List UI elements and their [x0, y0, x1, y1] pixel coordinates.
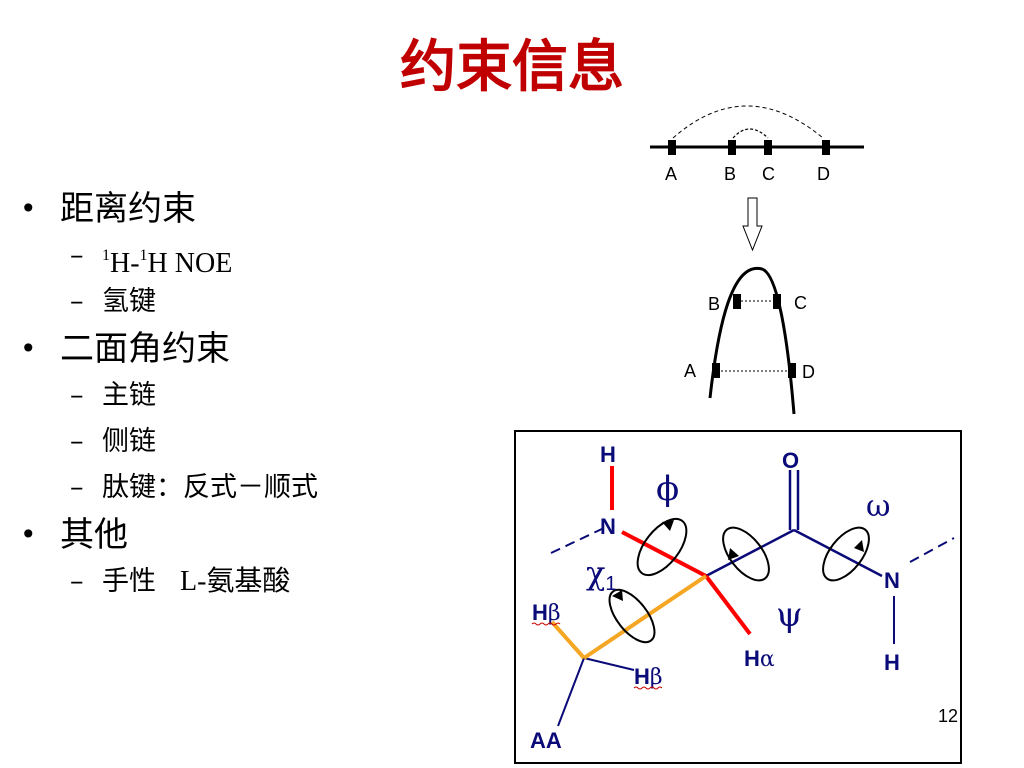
- angle-psi: ψ: [776, 595, 803, 635]
- atom-h-bottom: H: [884, 650, 900, 675]
- label-a-folded: A: [684, 361, 696, 381]
- bullet-dihedral: • 二面角约束: [20, 325, 318, 373]
- sub-text-a: 手性: [102, 566, 156, 597]
- dash: –: [70, 426, 84, 457]
- label-c: C: [762, 164, 775, 184]
- atom-h-alpha: Hα: [744, 646, 775, 672]
- underline-squiggle-1: [531, 622, 561, 626]
- noe-diagram: A B C D B C A D: [650, 105, 864, 415]
- atom-o: O: [782, 448, 799, 473]
- residue-b: [728, 140, 736, 155]
- dashed-bond-right: [909, 537, 955, 563]
- down-arrow-icon: [742, 197, 763, 252]
- dash: –: [70, 472, 84, 503]
- angle-omega: ω: [866, 489, 890, 524]
- label-c-folded: C: [794, 293, 807, 313]
- bond-cb-hb1: [550, 620, 586, 660]
- omega-arrow-icon: [854, 540, 864, 552]
- phi-arrow-icon: [662, 520, 674, 531]
- dashed-bond-left: [550, 527, 605, 554]
- bond-n-ca: [621, 530, 707, 578]
- diagram-frame: [514, 430, 962, 764]
- sub-text-b: L-氨基酸: [180, 566, 291, 597]
- atom-aa: AA: [530, 728, 562, 753]
- bullet-text: 其他: [60, 515, 128, 555]
- bullet-text: 二面角约束: [60, 329, 230, 369]
- dash: –: [70, 380, 84, 411]
- omega-rotation: [822, 526, 870, 582]
- sub-sidechain: – 侧链: [20, 419, 318, 465]
- label-a: A: [665, 164, 677, 184]
- atom-n-left: N: [600, 514, 616, 539]
- arc-b-c: [732, 128, 769, 139]
- bond-ca-c: [705, 528, 795, 578]
- dihedral-diagram: H N O N H Hα Hβ Hβ AA ϕ ψ ω χ1: [514, 430, 962, 764]
- residue-a: [668, 140, 676, 155]
- label-d: D: [817, 164, 830, 184]
- angle-phi: ϕ: [656, 469, 679, 509]
- bond-c-n: [793, 528, 883, 578]
- bullet-dot: •: [20, 192, 37, 225]
- residue-d: [822, 140, 830, 155]
- bullet-other: • 其他: [20, 511, 318, 559]
- sub-text: 侧链: [102, 426, 156, 457]
- residue-c: [764, 140, 772, 155]
- bond-cb-aa: [557, 657, 585, 727]
- noe-text: 1H-1H NOE: [102, 247, 233, 279]
- bullet-dot: •: [20, 332, 37, 365]
- bullet-text: 距离约束: [60, 189, 196, 229]
- sub-text: 氢键: [102, 286, 156, 317]
- psi-rotation: [722, 526, 770, 582]
- dash: –: [70, 286, 84, 317]
- atom-h-beta-2: Hβ: [634, 664, 663, 690]
- sub-peptide-bond: – 肽键：反式－顺式: [20, 465, 318, 511]
- page-number: 12: [938, 706, 959, 726]
- residue-a-folded: [712, 363, 720, 378]
- sub-chirality: – 手性 L-氨基酸: [20, 559, 318, 605]
- bullet-dot: •: [20, 518, 37, 551]
- sub-hbond: – 氢键: [20, 279, 318, 325]
- bond-ca-ha: [704, 574, 752, 636]
- phi-rotation: [636, 517, 688, 577]
- folded-chain: [708, 266, 796, 415]
- sub-noe: – 1H-1H NOE: [20, 233, 318, 279]
- underline-squiggle-2: [633, 686, 663, 690]
- residue-d-folded: [788, 363, 796, 378]
- atom-h-top: H: [600, 442, 616, 467]
- psi-arrow-icon: [728, 548, 739, 560]
- bullet-list: • 距离约束 – 1H-1H NOE – 氢键 • 二面角约束 – 主链 – 侧…: [20, 185, 318, 605]
- atom-n-right: N: [884, 568, 900, 593]
- atom-h-beta-1: Hβ: [532, 600, 561, 626]
- label-d-folded: D: [802, 362, 815, 382]
- sub-backbone: – 主链: [20, 373, 318, 419]
- slide-title: 约束信息: [400, 34, 624, 100]
- bond-ca-cb: [582, 574, 708, 660]
- chi1-rotation: [608, 588, 656, 644]
- arc-a-d: [672, 105, 824, 139]
- angle-chi1: χ1: [586, 554, 617, 595]
- chi1-arrow-icon: [612, 590, 623, 601]
- sub-text: 肽键：反式－顺式: [102, 472, 318, 503]
- residue-c-folded: [773, 294, 781, 309]
- sub-text: 主链: [102, 380, 156, 411]
- residue-b-folded: [733, 294, 741, 309]
- label-b: B: [724, 164, 736, 184]
- dash: –: [70, 566, 84, 597]
- label-b-folded: B: [708, 294, 720, 314]
- bullet-distance: • 距离约束: [20, 185, 318, 233]
- bond-cb-hb2: [583, 657, 635, 671]
- dash: –: [70, 240, 84, 271]
